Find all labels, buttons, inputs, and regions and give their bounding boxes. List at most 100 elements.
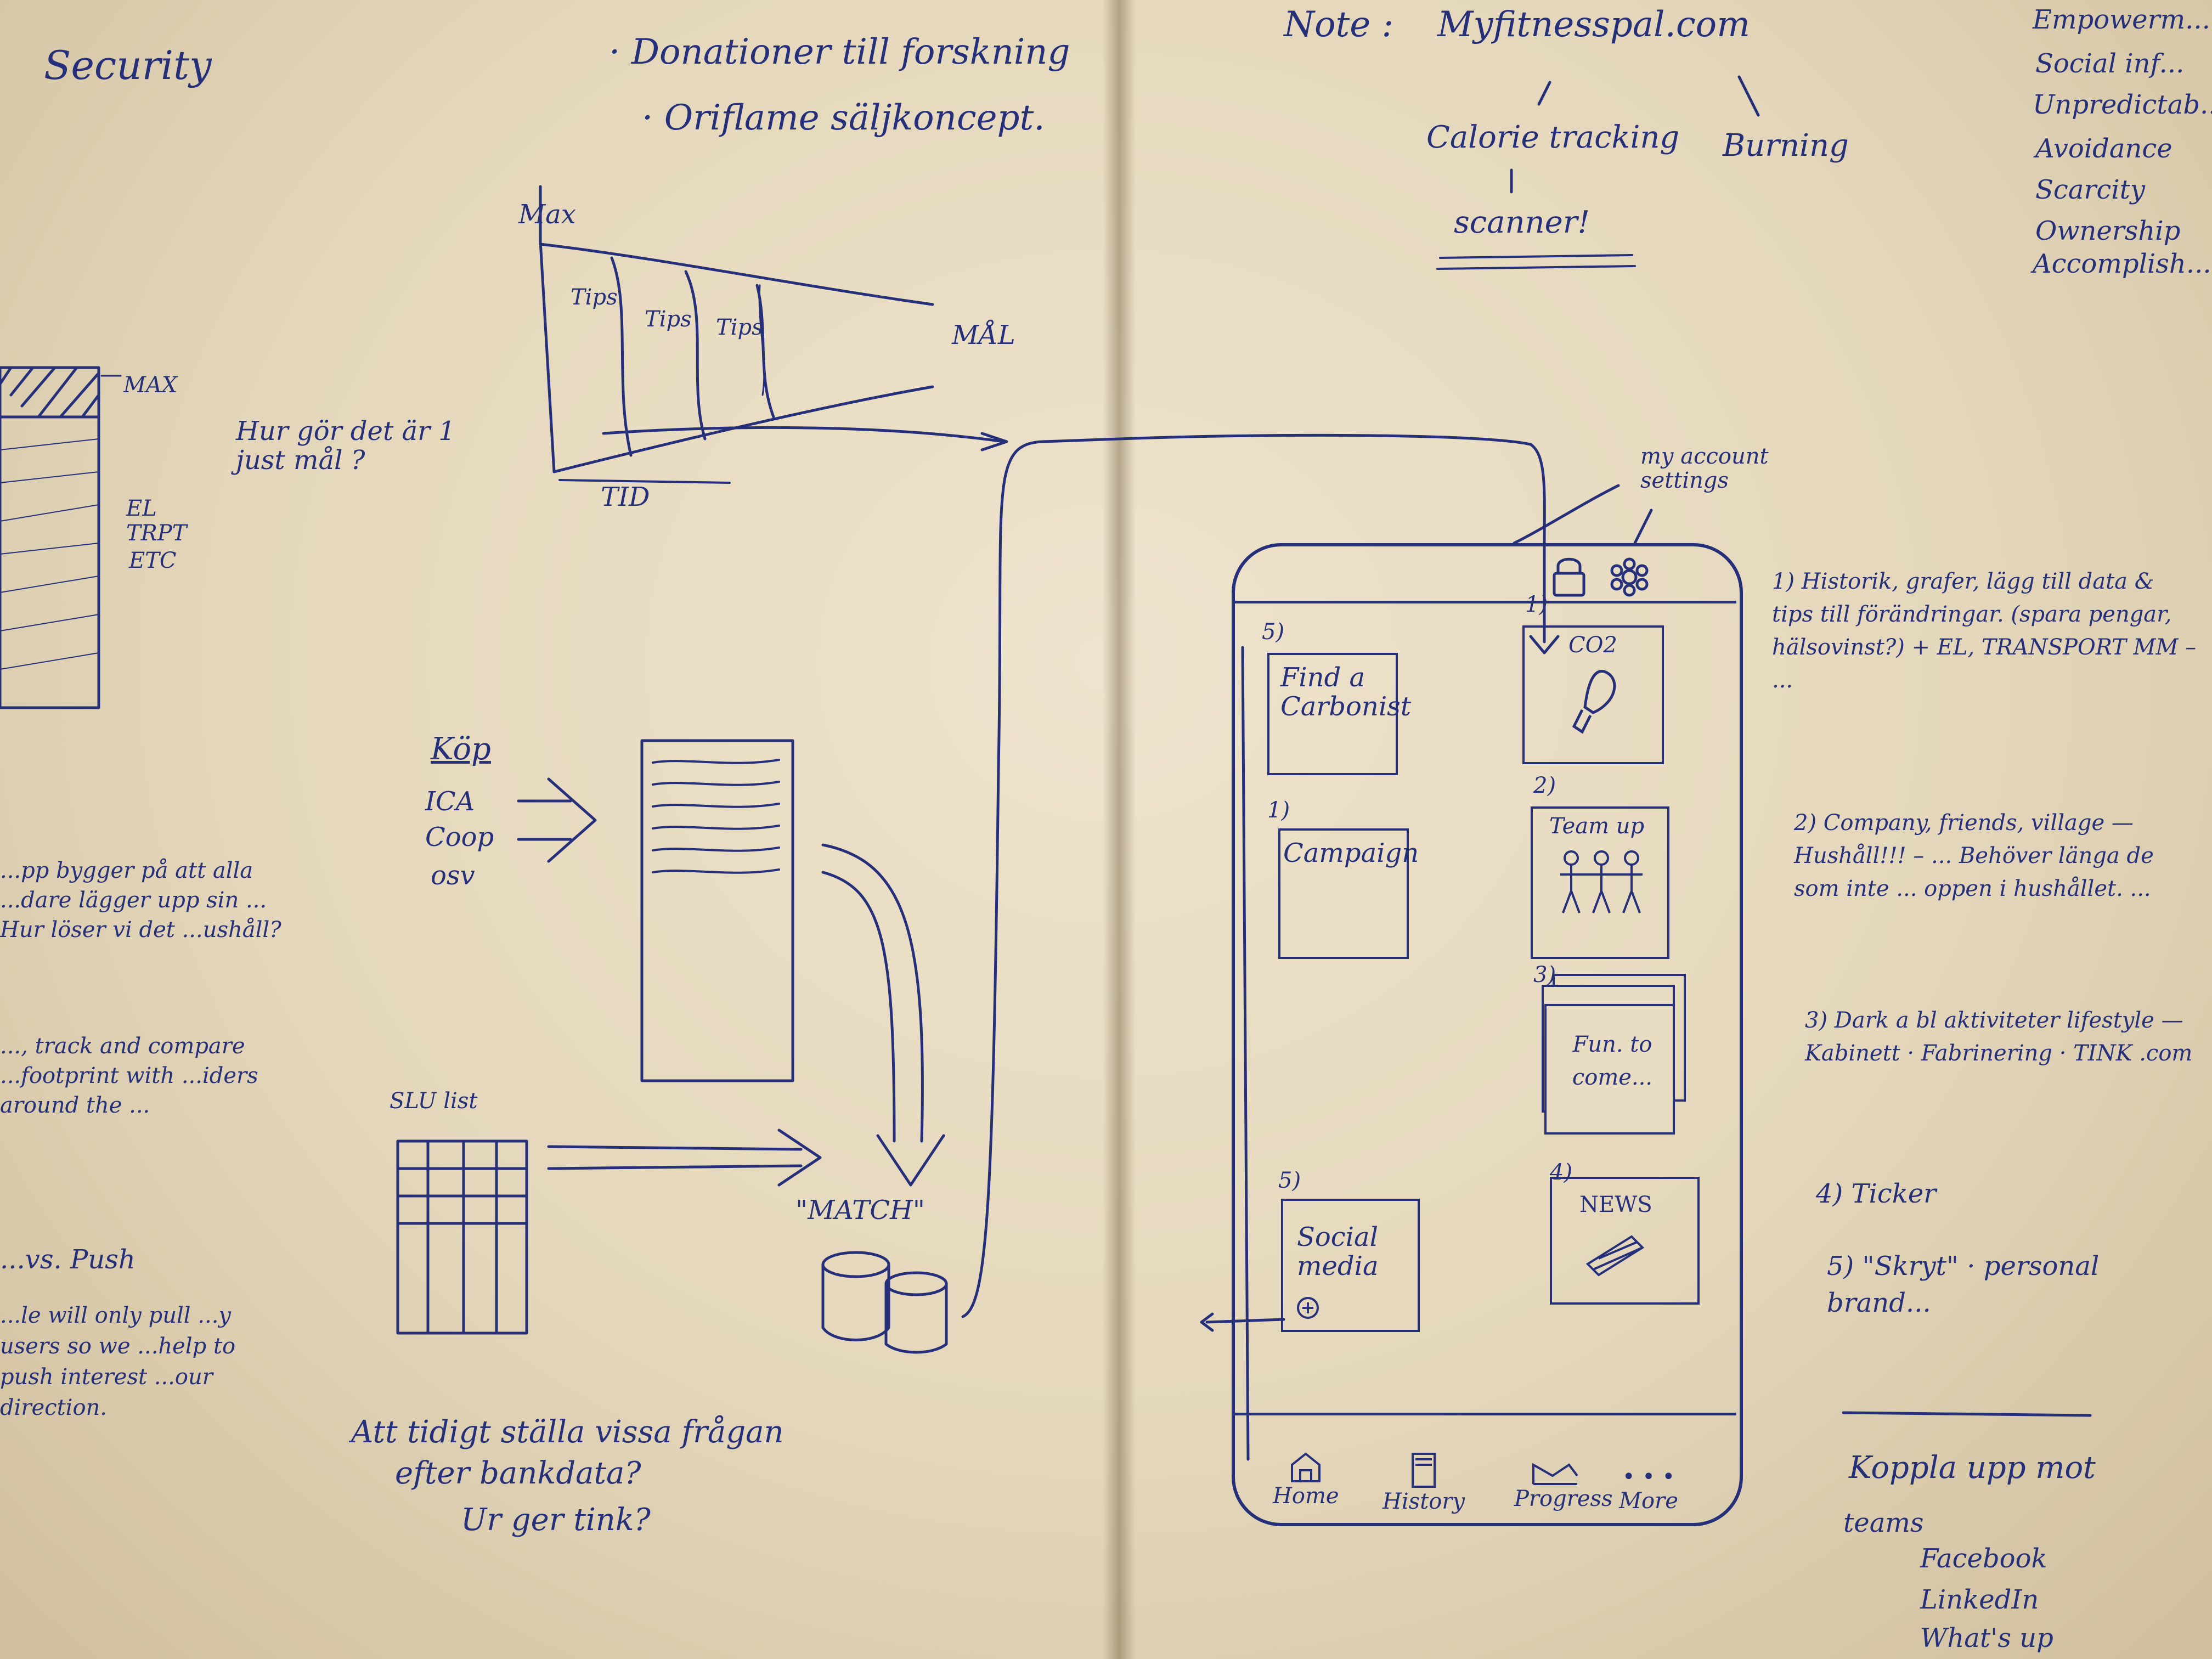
phone-wireframe [1232,543,1743,1526]
tile-label: Find a Carbonist [1280,662,1412,722]
tab-home[interactable]: Home [1273,1451,1339,1508]
tile-news[interactable]: NEWS [1550,1177,1700,1305]
store-ica: ICA [425,786,475,817]
funnel-x-label: TID [601,482,650,512]
corner-item-5: Scarcity [2035,174,2145,205]
corner-item-7: Accomplish... [2033,249,2211,279]
tile-label: Campaign [1283,838,1419,868]
tile-label: NEWS [1579,1192,1652,1217]
tile-team-up[interactable]: Team up [1531,806,1669,959]
store-osv: osv [431,860,475,891]
funnel-step-2: Tips [645,307,692,332]
gear-icon[interactable] [1607,557,1651,598]
tab-label: More [1619,1488,1678,1514]
connect-item-facebook: Facebook [1920,1543,2047,1574]
funnel-goal-label: MÅL [952,320,1015,351]
corner-item-6: Ownership [2035,216,2181,246]
bar-label-max: MAX [123,373,178,398]
history-icon [1412,1453,1436,1488]
side-note-1: ...pp bygger på att alla ...dare lägger … [0,858,281,943]
note-5: 5) "Skryt" · personal brand... [1827,1251,2100,1319]
tile-number: 5) [1262,619,1285,645]
stacked-bar-sketch [0,366,122,709]
note-3: 3) Dark a bl aktiviteter lifestyle — Kab… [1805,1008,2193,1066]
corner-item-1: Empowerm... [2033,4,2210,35]
tab-label: History [1383,1489,1465,1514]
match-label: "MATCH" [795,1195,925,1226]
tab-history[interactable]: History [1383,1451,1465,1514]
tile-campaign[interactable]: Campaign [1278,828,1419,959]
header-bullet-2: · Oriflame säljkoncept. [642,98,1045,138]
bar-label-etc: ETC [129,548,177,573]
tile-number: 1) [1267,798,1290,823]
security-heading: Security [44,42,212,88]
bottom-question-1: Att tidigt ställa vissa frågan [351,1414,784,1450]
tile-number: 2) [1533,773,1556,798]
note-branch-burning: Burning [1723,128,1849,163]
lock-icon[interactable] [1550,554,1588,598]
tab-label: Progress [1514,1486,1613,1511]
tile-co2[interactable]: CO2 [1522,625,1664,764]
bar-label-el: EL [126,496,157,521]
tile-label: Social media [1297,1222,1379,1282]
newspaper-icon [1585,1235,1645,1277]
slu-list-table [396,1128,822,1335]
note-1: 1) Historik, grafer, lägg till data & ti… [1772,569,2197,693]
tile-label: Fun. to come... [1572,1032,1653,1090]
bottom-question-2: efter bankdata? [395,1455,641,1491]
side-note-2: ..., track and compare ...footprint with… [0,1034,258,1118]
note-2: 2) Company, friends, village — Hushåll!!… [1794,810,2154,901]
purchase-title: Köp [431,731,491,767]
phone-bottom-divider [1234,1413,1736,1415]
connect-item-whatsup: What's up [1920,1623,2053,1654]
notebook-gutter [1103,0,1136,1659]
receipt-sketch [517,739,794,1082]
home-icon [1291,1452,1321,1482]
connect-title: Koppla upp mot [1849,1450,2096,1486]
tile-number: 3) [1533,962,1556,988]
funnel-y-label: Max [518,199,576,230]
header-bullet-1: · Donationer till forskning [609,32,1070,72]
note-site: Myfitnesspal.com [1437,4,1750,45]
corner-item-4: Avoidance [2035,133,2172,164]
tile-fun-to-come[interactable]: Fun. to come... [1544,1004,1675,1135]
lightbulb-icon [1572,670,1616,734]
note-branch-calorie: Calorie tracking [1426,120,1680,155]
note-4: 4) Ticker [1816,1178,1937,1209]
tab-more[interactable]: • • • More [1613,1465,1684,1513]
tile-label: Team up [1549,814,1645,839]
tile-number: 5) [1278,1168,1301,1193]
funnel-step-3: Tips [716,315,763,340]
tile-find-carbonist[interactable]: Find a Carbonist [1267,653,1412,775]
database-sketch [821,1251,948,1354]
tile-label: CO2 [1568,633,1617,658]
people-icon [1560,850,1643,913]
funnel-question: Hur gör det är 1 just mål ? [236,416,455,476]
connect-subtitle: teams [1843,1508,1924,1538]
more-dots-icon: • • • [1622,1464,1675,1489]
add-icon [1297,1297,1319,1319]
store-coop: Coop [425,822,494,853]
side-note-3: ...vs. Push [0,1244,136,1275]
note-label: Note : [1284,4,1394,45]
corner-item-2: Social inf... [2035,48,2185,79]
note-scanner: scanner! [1454,205,1590,240]
funnel-diagram [539,185,1008,484]
account-settings-annotation: my account settings [1640,444,1769,493]
tab-progress[interactable]: Progress [1514,1459,1613,1511]
progress-chart-icon [1532,1463,1578,1485]
curved-arrow-down [821,843,945,1187]
corner-item-3: Unpredictab... [2033,89,2212,120]
tile-number: 1) [1525,592,1548,617]
tile-social-media[interactable]: Social media [1281,1199,1420,1332]
connector-line [961,433,1546,1318]
side-note-4: ...le will only pull ...y users so we ..… [0,1303,236,1420]
slu-list-label: SLU list [390,1088,478,1114]
tab-label: Home [1273,1483,1339,1509]
bottom-question-3: Ur ger tink? [461,1502,651,1538]
phone-top-divider [1234,601,1736,603]
bar-label-trpt: TRPT [126,521,187,546]
funnel-step-1: Tips [571,285,618,310]
